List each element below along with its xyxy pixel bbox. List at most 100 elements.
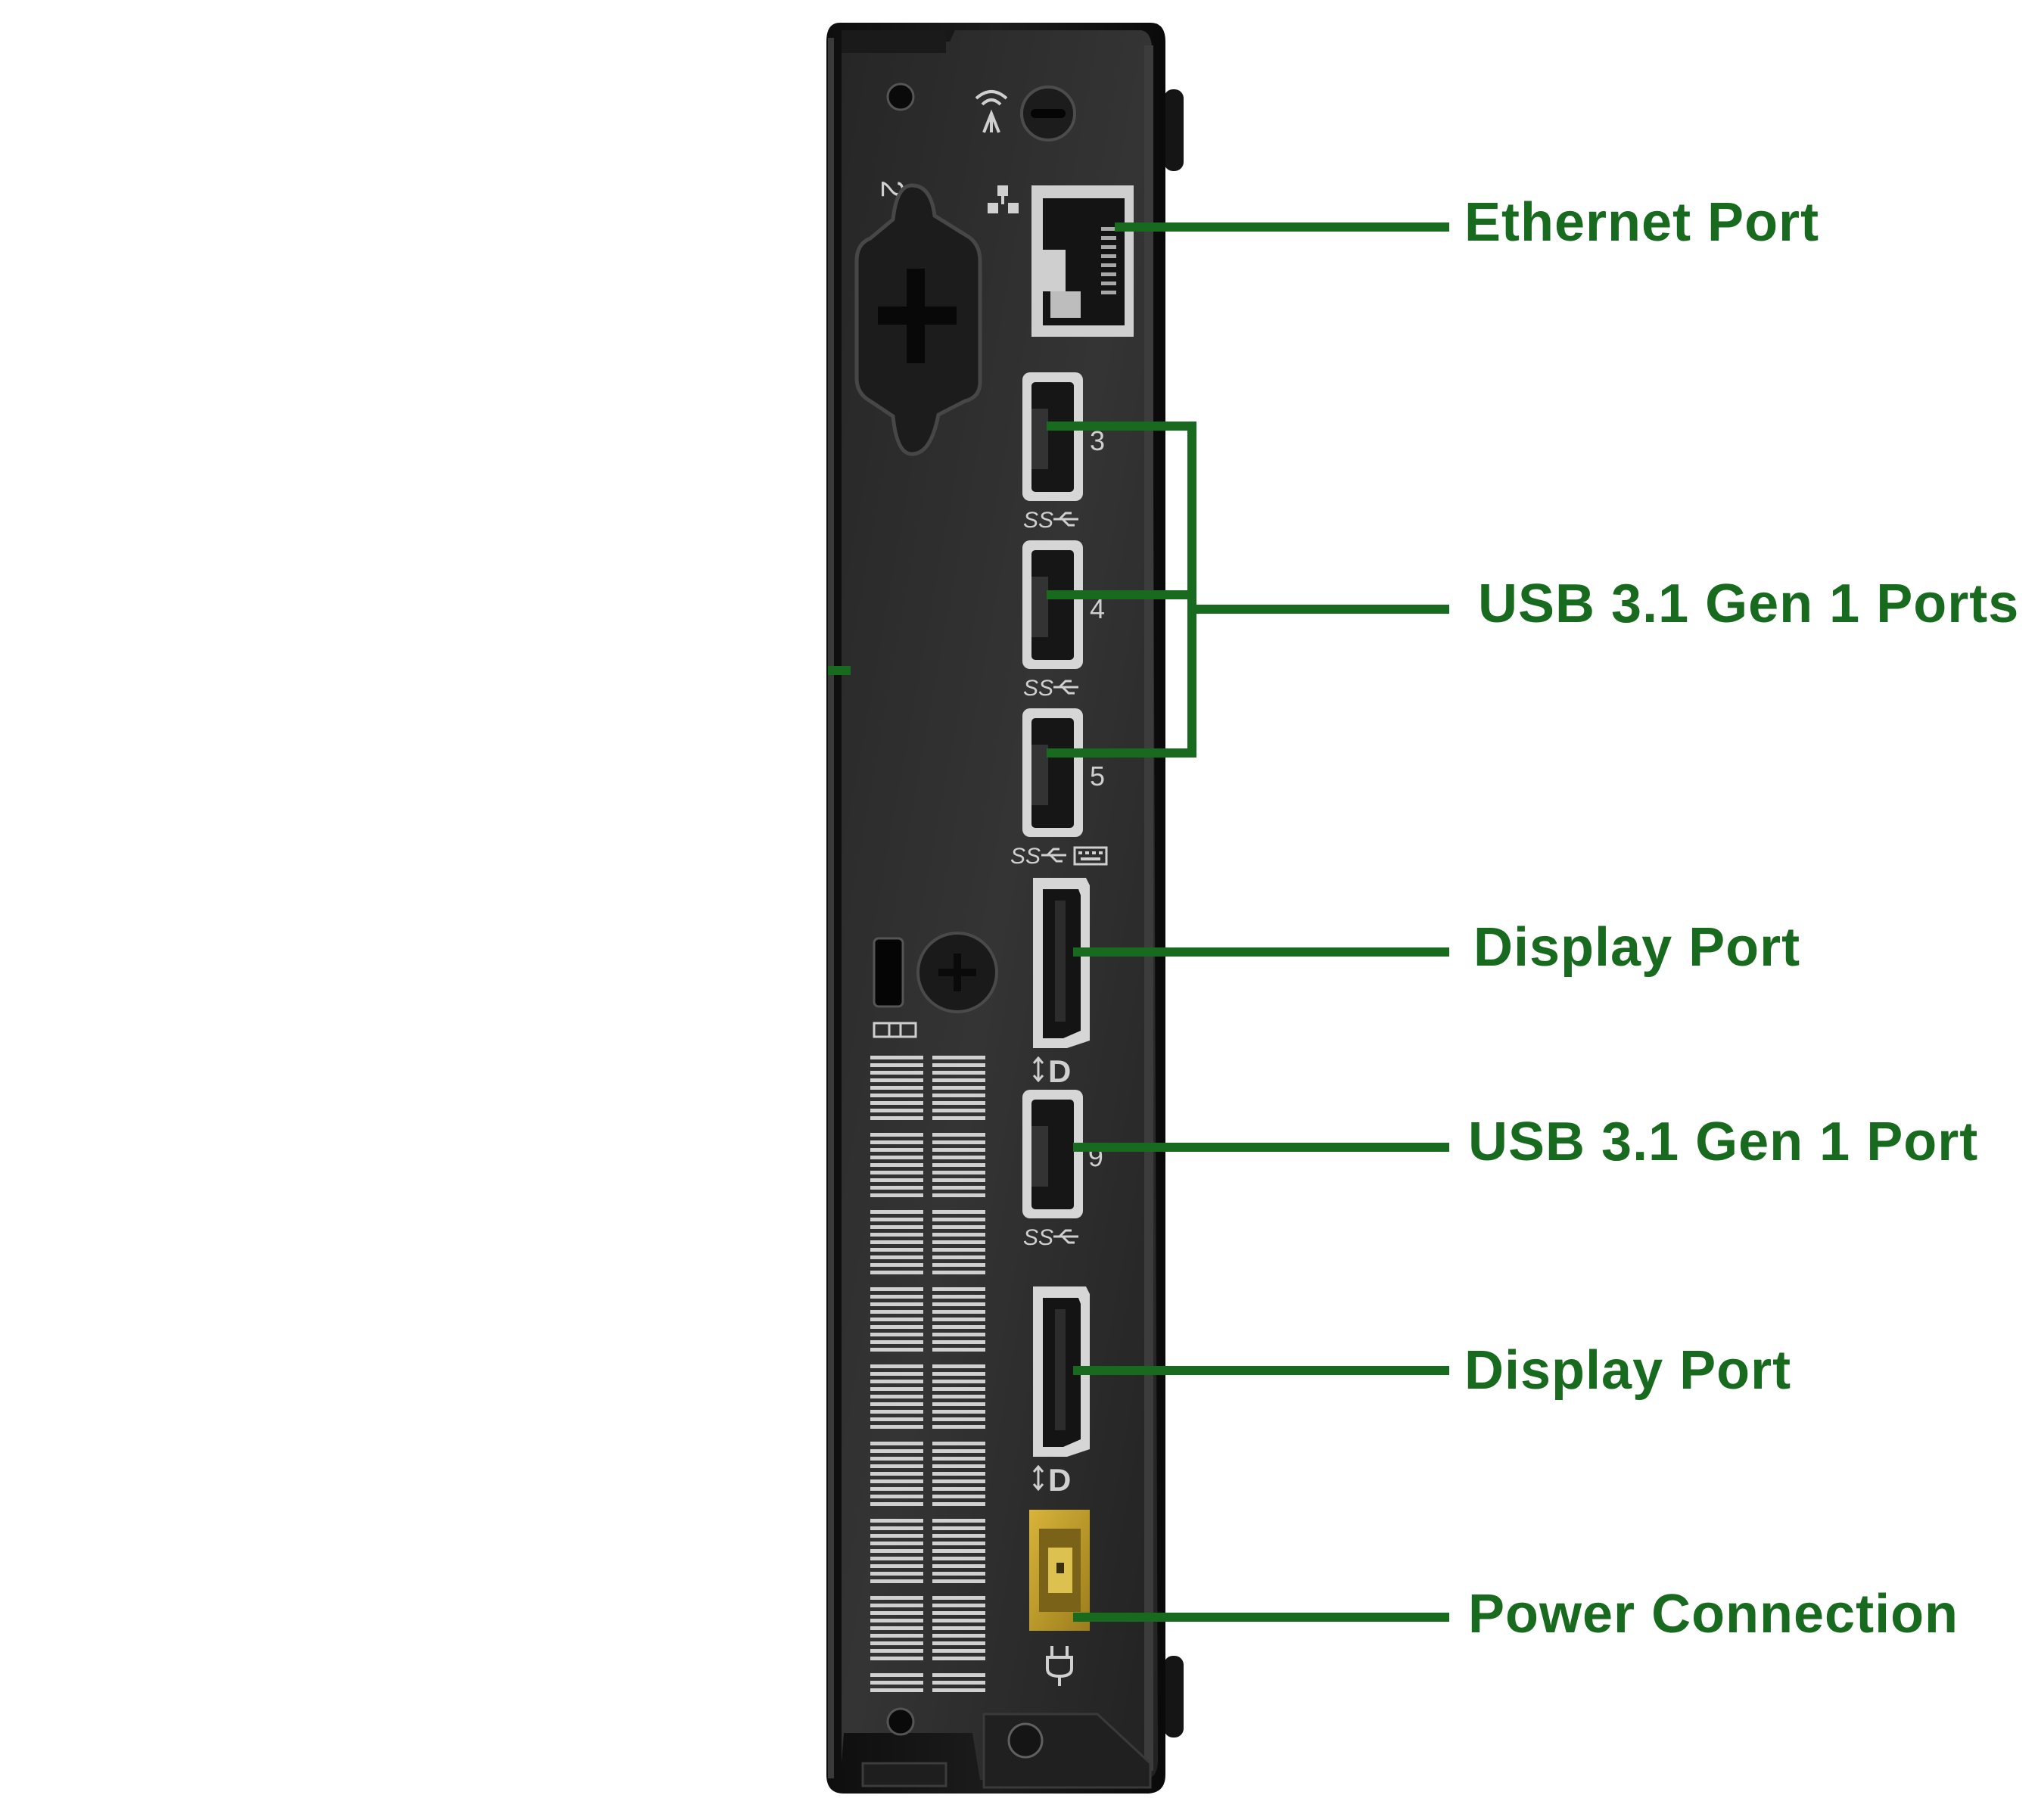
vent-slot	[932, 1302, 985, 1306]
vent-slot	[932, 1348, 985, 1352]
vent-slot	[932, 1542, 985, 1545]
vent-slot	[870, 1186, 923, 1190]
vent-slot	[870, 1133, 923, 1137]
vent-slot	[870, 1472, 923, 1476]
vent-slot	[870, 1140, 923, 1144]
usb-port-3	[1022, 372, 1083, 501]
vent-slot	[870, 1449, 923, 1453]
vent-slot	[870, 1318, 923, 1321]
vent-slot	[932, 1681, 985, 1685]
lock-slot-icon	[873, 937, 904, 1008]
vent-slot	[932, 1402, 985, 1406]
vent-slot	[932, 1487, 985, 1491]
vent-slot	[870, 1502, 923, 1506]
vent-slot	[870, 1457, 923, 1461]
vent-slot	[932, 1611, 985, 1615]
vent-slot	[932, 1340, 985, 1344]
vent-slot	[870, 1495, 923, 1498]
vent-slot	[870, 1564, 923, 1568]
vent-slot	[932, 1063, 985, 1067]
vent-slot	[932, 1133, 985, 1137]
vent-slot	[870, 1056, 923, 1059]
vent-slot	[932, 1163, 985, 1167]
vent-slot	[932, 1109, 985, 1112]
vent-slot	[932, 1078, 985, 1082]
vent-slot	[932, 1186, 985, 1190]
vent-slot	[932, 1101, 985, 1105]
vent-slot	[932, 1248, 985, 1252]
vent-slot	[932, 1218, 985, 1221]
vent-slot	[932, 1641, 985, 1645]
vent-slot	[932, 1148, 985, 1152]
callout-lines	[828, 222, 1449, 1622]
vent-slot	[932, 1333, 985, 1336]
usb-ss-logo-3: SS	[1023, 508, 1053, 533]
vent-slot	[932, 1233, 985, 1237]
vent-slot	[932, 1526, 985, 1530]
vent-slot	[932, 1449, 985, 1453]
usb-port-6-label: USB 3.1 Gen 1 Port	[1468, 1112, 1979, 1172]
vent-slot	[870, 1402, 923, 1406]
foot-bottom	[1164, 1656, 1184, 1738]
vent-slot	[870, 1295, 923, 1299]
vent-slot	[870, 1604, 923, 1607]
vent-slot	[932, 1649, 985, 1653]
vent-slot	[932, 1156, 985, 1159]
vent-slot	[932, 1564, 985, 1568]
vent-slot	[870, 1255, 923, 1259]
vent-slot	[870, 1163, 923, 1167]
vent-slot	[932, 1534, 985, 1538]
vent-slot	[870, 1417, 923, 1421]
vent-slot	[932, 1271, 985, 1274]
wifi-antenna-icon	[975, 90, 1008, 133]
power-plug-icon	[1046, 1646, 1073, 1686]
vent-slot	[932, 1519, 985, 1523]
vent-slot	[870, 1534, 923, 1538]
vent-slot	[870, 1193, 923, 1197]
display-port-1-label: Display Port	[1473, 917, 1801, 978]
vent-slot	[932, 1364, 985, 1368]
foot-top	[1164, 89, 1184, 171]
vent-slot	[932, 1425, 985, 1429]
vent-slot	[932, 1140, 985, 1144]
vent-slot	[932, 1325, 985, 1329]
vent-slot	[932, 1502, 985, 1506]
vent-slot	[932, 1657, 985, 1660]
vent-slot	[932, 1572, 985, 1576]
vent-slot	[870, 1086, 923, 1090]
vent-slot	[932, 1380, 985, 1383]
vent-slot	[870, 1063, 923, 1067]
bottom-cover-screw	[1007, 1722, 1044, 1759]
vent-slot	[870, 1519, 923, 1523]
vent-slot	[870, 1156, 923, 1159]
vent-slot	[932, 1634, 985, 1638]
svg-text:D: D	[1048, 1053, 1071, 1089]
chassis-edge	[1144, 45, 1153, 1771]
vent-slot	[870, 1116, 923, 1120]
vent-slot	[870, 1094, 923, 1097]
svg-text:D: D	[1048, 1462, 1071, 1498]
vent-slot	[870, 1109, 923, 1112]
vent-slot	[932, 1178, 985, 1182]
vent-slot	[932, 1225, 985, 1229]
screw-hole-top	[886, 82, 915, 111]
vent-slot	[870, 1263, 923, 1267]
vent-slot	[932, 1417, 985, 1421]
vent-slot	[870, 1380, 923, 1383]
usb-number-4: 4	[1090, 593, 1105, 624]
vent-slot	[932, 1395, 985, 1398]
usb-number-3: 3	[1090, 425, 1105, 456]
vent-slot	[932, 1688, 985, 1692]
vent-slot	[870, 1171, 923, 1174]
vent-slot	[870, 1464, 923, 1468]
vent-slot	[932, 1472, 985, 1476]
usb-port-6	[1022, 1090, 1083, 1218]
vent-slot	[870, 1233, 923, 1237]
vent-slot	[870, 1101, 923, 1105]
vent-slot	[870, 1479, 923, 1483]
power-connection-label: Power Connection	[1468, 1584, 1959, 1644]
vent-slot	[870, 1325, 923, 1329]
vent-slot	[870, 1542, 923, 1545]
vent-slot	[870, 1248, 923, 1252]
vent-slot	[870, 1271, 923, 1274]
